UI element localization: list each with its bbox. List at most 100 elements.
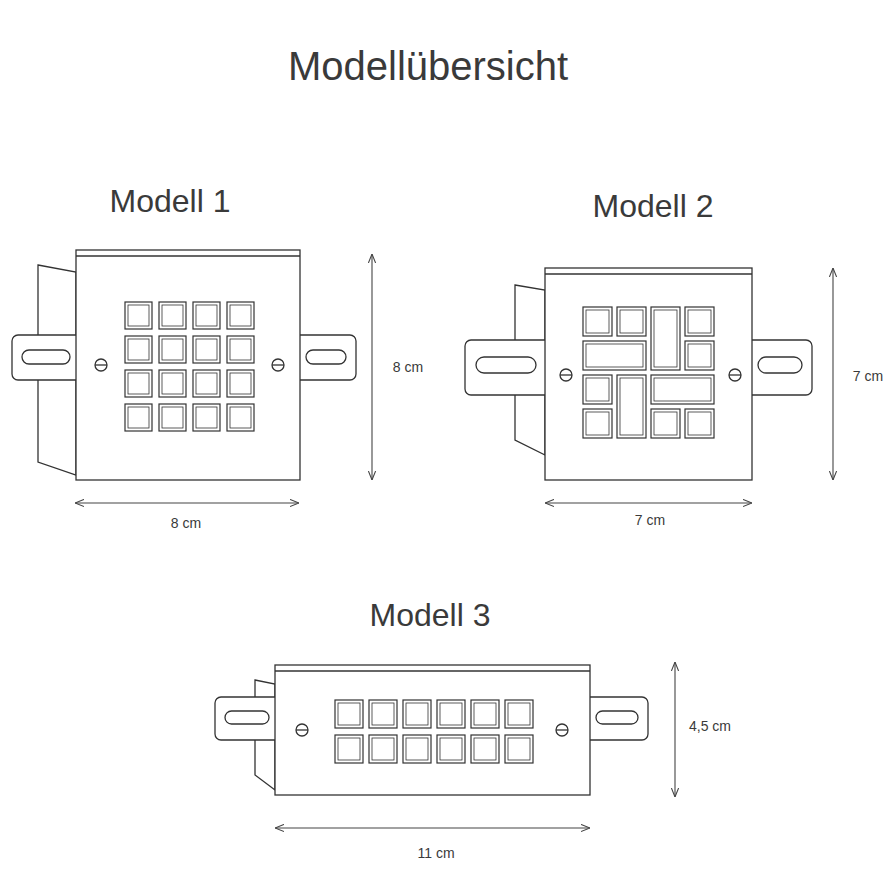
grill-opening <box>437 735 465 763</box>
grill-bevel <box>654 378 711 401</box>
grill-bevel <box>230 407 251 428</box>
grill-opening <box>193 370 220 397</box>
grill-opening <box>369 735 397 763</box>
grill-bevel <box>196 305 217 326</box>
tab-slot <box>758 357 802 373</box>
grill-opening <box>583 341 646 370</box>
grill-bevel <box>196 339 217 360</box>
grill-bevel <box>128 407 149 428</box>
page-title: Modellübersicht <box>288 44 568 89</box>
grill-bevel <box>128 339 149 360</box>
grill-opening <box>651 375 714 404</box>
grill-bevel <box>372 738 394 760</box>
grill-bevel <box>162 373 183 394</box>
grill-opening <box>193 404 220 431</box>
grill-bevel <box>688 412 711 435</box>
tab-slot <box>306 350 346 364</box>
grill-opening <box>403 700 431 728</box>
grill-opening <box>651 409 680 438</box>
front-plate <box>545 268 752 480</box>
model-heading: Modell 2 <box>593 188 714 225</box>
grill-opening <box>227 336 254 363</box>
screw <box>296 724 308 736</box>
grill-bevel <box>688 344 711 367</box>
tab-slot <box>22 350 70 364</box>
grill-opening <box>335 735 363 763</box>
screw <box>556 724 568 736</box>
grill-bevel <box>128 305 149 326</box>
grill-bevel <box>162 305 183 326</box>
mounting-tab <box>465 340 551 395</box>
screw <box>95 359 107 371</box>
grill-opening <box>471 735 499 763</box>
dimension-label: 11 cm <box>417 845 454 861</box>
grill-opening <box>651 307 680 370</box>
grill-bevel <box>162 407 183 428</box>
grill-opening <box>583 375 612 404</box>
grill-bevel <box>654 412 677 435</box>
grill-opening <box>335 700 363 728</box>
grill-bevel <box>508 703 530 725</box>
front-plate <box>275 665 590 795</box>
grill-bevel <box>440 703 462 725</box>
grill-opening <box>369 700 397 728</box>
grill-bevel <box>474 703 496 725</box>
grill-bevel <box>196 373 217 394</box>
grill-opening <box>403 735 431 763</box>
grill-opening <box>227 370 254 397</box>
grill-opening <box>193 302 220 329</box>
screw <box>729 369 741 381</box>
mounting-tab <box>294 335 356 380</box>
grill-bevel <box>230 305 251 326</box>
tab-slot <box>596 711 638 724</box>
mounting-tab <box>584 697 648 740</box>
model-heading: Modell 3 <box>370 597 491 634</box>
grill-opening <box>505 700 533 728</box>
grill-bevel <box>586 344 643 367</box>
grill-bevel <box>338 738 360 760</box>
screw <box>272 359 284 371</box>
grill-bevel <box>440 738 462 760</box>
grill-opening <box>193 336 220 363</box>
grill-bevel <box>586 412 609 435</box>
grill-opening <box>617 375 646 438</box>
grill-opening <box>125 404 152 431</box>
grill-bevel <box>230 339 251 360</box>
grill-opening <box>125 370 152 397</box>
grill-opening <box>505 735 533 763</box>
grill-opening <box>583 409 612 438</box>
grill-opening <box>685 307 714 336</box>
grill-bevel <box>406 738 428 760</box>
grill-opening <box>227 404 254 431</box>
dimension-label: 7 cm <box>853 368 883 384</box>
grill-bevel <box>372 703 394 725</box>
dimension-label: 7 cm <box>635 512 665 528</box>
grill-bevel <box>508 738 530 760</box>
dimension-label: 8 cm <box>393 359 423 375</box>
grill-opening <box>159 336 186 363</box>
grill-bevel <box>128 373 149 394</box>
grill-opening <box>617 307 646 336</box>
grill-bevel <box>688 310 711 333</box>
grill-bevel <box>162 339 183 360</box>
grill-opening <box>227 302 254 329</box>
mounting-tab <box>215 697 281 740</box>
tab-slot <box>225 711 269 724</box>
grill-bevel <box>196 407 217 428</box>
front-plate <box>76 250 300 480</box>
grill-opening <box>159 404 186 431</box>
grill-bevel <box>586 310 609 333</box>
grill-bevel <box>620 310 643 333</box>
grill-bevel <box>474 738 496 760</box>
grill-opening <box>437 700 465 728</box>
grill-openings <box>125 302 714 763</box>
grill-opening <box>583 307 612 336</box>
grill-opening <box>159 302 186 329</box>
dimension-label: 8 cm <box>171 515 201 531</box>
mounting-tab <box>12 335 82 380</box>
dimension-arrows <box>75 254 833 828</box>
grill-opening <box>471 700 499 728</box>
grill-opening <box>685 409 714 438</box>
tab-slot <box>476 357 536 373</box>
